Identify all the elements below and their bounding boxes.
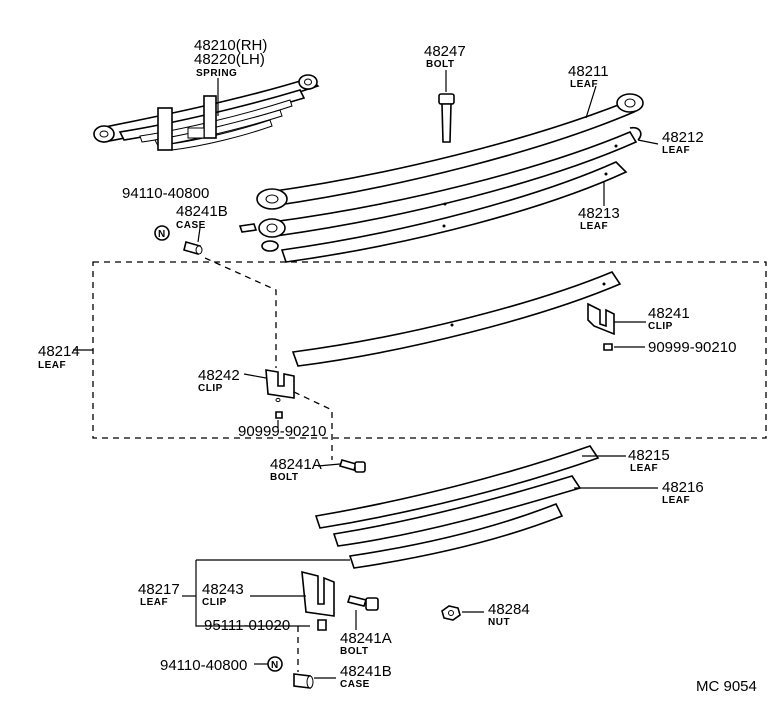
label-90999-left: 90999-90210 (238, 423, 326, 440)
screw-90999-left-illustration (275, 411, 283, 419)
dashed-guide-clip-to-bolt (293, 391, 333, 460)
label-48216: 48216 (662, 479, 704, 496)
label-48242-word: CLIP (198, 383, 223, 394)
label-94110-top: 94110-40800 (122, 185, 209, 202)
label-48241a-bottom-word: BOLT (340, 646, 368, 657)
clip-48242-illustration (265, 369, 295, 403)
nut-48284-illustration (441, 605, 461, 621)
figure-code: MC 9054 (696, 678, 757, 695)
leaf-48217-illustration (348, 502, 564, 569)
label-48241: 48241 (648, 305, 690, 322)
bolt-48241a-top-illustration (338, 459, 366, 473)
n-mark-bottom: N (271, 660, 279, 671)
label-spring-word: SPRING (196, 68, 237, 79)
label-48241b-bottom-word: CASE (340, 679, 370, 690)
label-48217-word: LEAF (140, 597, 168, 608)
label-48215: 48215 (628, 447, 670, 464)
leaf-48212-illustration (258, 126, 642, 238)
screw-95111-illustration (317, 619, 327, 631)
leaf-48213-illustration (280, 161, 628, 263)
label-48214-word: LEAF (38, 360, 66, 371)
spring-assembly-illustration (93, 74, 320, 151)
label-90999-right: 90999-90210 (648, 339, 736, 356)
label-48284-word: NUT (488, 617, 510, 628)
label-48212: 48212 (662, 129, 704, 146)
clip-48241-illustration (587, 302, 615, 336)
n-mark-top: N (158, 229, 166, 240)
label-48241a-top-word: BOLT (270, 472, 298, 483)
label-spring-lh: 48220(LH) (194, 51, 265, 68)
label-48284: 48284 (488, 601, 530, 618)
label-48243: 48243 (202, 581, 244, 598)
label-95111: 95111-01020 (204, 617, 290, 634)
label-48216-word: LEAF (662, 495, 690, 506)
label-48241a-bottom: 48241A (340, 630, 392, 647)
label-48241a-top: 48241A (270, 456, 322, 473)
label-48243-word: CLIP (202, 597, 227, 608)
case-48241b-bottom-illustration (293, 673, 314, 689)
label-48211-word: LEAF (570, 79, 598, 90)
leaf-48215-illustration (314, 445, 600, 529)
leaf-48214-illustration (291, 271, 622, 367)
leaf-48211-illustration (256, 93, 644, 210)
label-94110-bottom: 94110-40800 (160, 657, 247, 674)
label-48247-word: BOLT (426, 59, 454, 70)
label-48241-word: CLIP (648, 321, 673, 332)
screw-90999-right-illustration (603, 343, 613, 351)
bolt-48241a-bottom-illustration (346, 595, 379, 611)
label-48215-word: LEAF (630, 463, 658, 474)
bolt-48247-illustration (438, 93, 455, 143)
label-48213: 48213 (578, 205, 620, 222)
small-parts-illustration (238, 223, 279, 252)
label-spring-rh: 48210(RH) (194, 37, 267, 54)
label-48241b-bottom: 48241B (340, 663, 392, 680)
case-48241b-top-illustration (183, 241, 203, 255)
clip-48243-illustration (301, 570, 335, 617)
label-48213-word: LEAF (580, 221, 608, 232)
n-mark-top-icon (154, 225, 170, 241)
dashed-guide-case-to-clip (204, 257, 277, 368)
label-48212-word: LEAF (662, 145, 690, 156)
leader-lines (182, 70, 659, 679)
label-48214: 48214 (38, 343, 80, 360)
label-48242: 48242 (198, 367, 240, 384)
label-48211: 48211 (568, 63, 609, 80)
label-48241b-top: 48241B (176, 203, 228, 220)
label-48241b-top-word: CASE (176, 220, 206, 231)
label-48247: 48247 (424, 43, 466, 60)
label-48217: 48217 (138, 581, 180, 598)
